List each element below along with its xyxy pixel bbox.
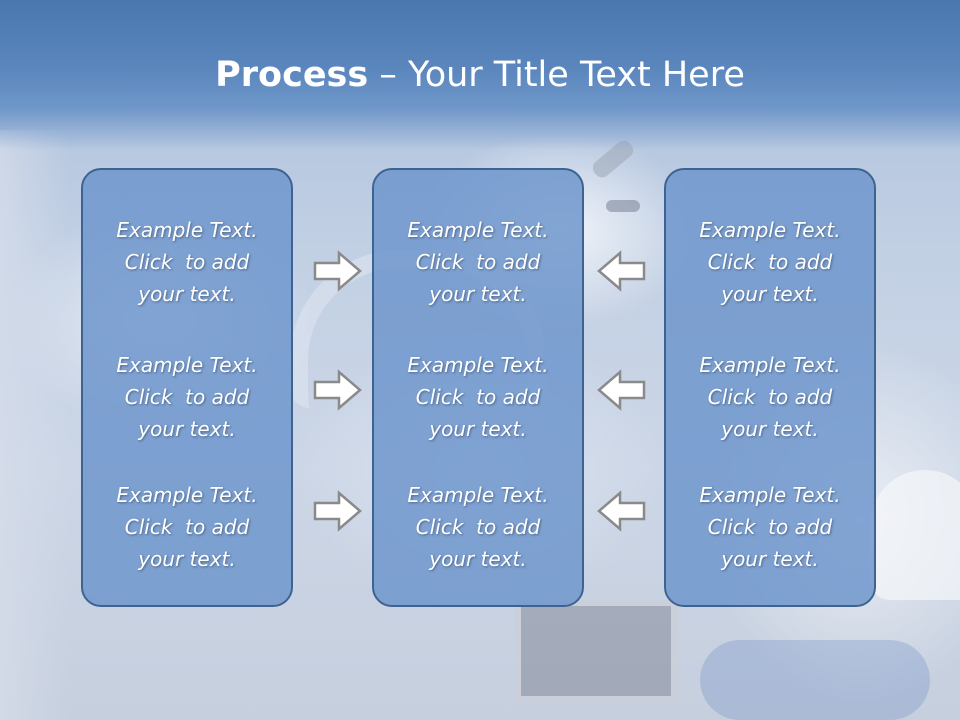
text-line: Example Text. <box>116 218 258 242</box>
text-placeholder[interactable]: Example Text. Click to add your text. <box>666 214 874 310</box>
text-line: your text. <box>721 417 819 441</box>
text-line: Example Text. <box>699 353 841 377</box>
right-arrow-icon <box>313 250 363 292</box>
left-arrow-icon <box>596 490 646 532</box>
text-line: Click to add <box>707 515 833 539</box>
text-placeholder[interactable]: Example Text. Click to add your text. <box>83 214 291 310</box>
text-line: your text. <box>429 547 527 571</box>
text-placeholder[interactable]: Example Text. Click to add your text. <box>374 214 582 310</box>
title-bar: Process – Your Title Text Here <box>0 0 960 150</box>
text-placeholder[interactable]: Example Text. Click to add your text. <box>666 479 874 575</box>
background-wall-panel <box>0 130 70 720</box>
text-placeholder[interactable]: Example Text. Click to add your text. <box>83 349 291 445</box>
text-placeholder[interactable]: Example Text. Click to add your text. <box>83 479 291 575</box>
text-line: Click to add <box>124 515 250 539</box>
text-line: your text. <box>429 417 527 441</box>
text-placeholder[interactable]: Example Text. Click to add your text. <box>374 349 582 445</box>
text-line: Example Text. <box>407 218 549 242</box>
title-rest: – Your Title Text Here <box>368 55 745 95</box>
text-line: Example Text. <box>699 218 841 242</box>
process-column-2[interactable]: Example Text. Click to add your text. Ex… <box>372 168 584 607</box>
text-line: Click to add <box>415 250 541 274</box>
text-line: Example Text. <box>116 353 258 377</box>
text-line: Click to add <box>707 385 833 409</box>
slide-title[interactable]: Process – Your Title Text Here <box>0 52 960 98</box>
left-arrow-icon <box>596 369 646 411</box>
text-line: Click to add <box>415 385 541 409</box>
text-line: your text. <box>138 282 236 306</box>
text-line: Example Text. <box>699 483 841 507</box>
process-column-3[interactable]: Example Text. Click to add your text. Ex… <box>664 168 876 607</box>
text-line: Example Text. <box>407 483 549 507</box>
text-line: Click to add <box>124 385 250 409</box>
text-line: your text. <box>721 547 819 571</box>
title-bold: Process <box>215 55 369 95</box>
text-line: Click to add <box>415 515 541 539</box>
text-line: Example Text. <box>116 483 258 507</box>
left-arrow-icon <box>596 250 646 292</box>
background-stool <box>870 470 960 600</box>
background-lamp-head <box>606 200 640 212</box>
text-line: your text. <box>138 547 236 571</box>
text-line: Example Text. <box>407 353 549 377</box>
text-line: Click to add <box>707 250 833 274</box>
background-stool-seat <box>700 640 930 720</box>
text-placeholder[interactable]: Example Text. Click to add your text. <box>666 349 874 445</box>
text-line: your text. <box>138 417 236 441</box>
text-placeholder[interactable]: Example Text. Click to add your text. <box>374 479 582 575</box>
process-column-1[interactable]: Example Text. Click to add your text. Ex… <box>81 168 293 607</box>
right-arrow-icon <box>313 490 363 532</box>
text-line: Click to add <box>124 250 250 274</box>
background-tray <box>515 600 677 702</box>
text-line: your text. <box>429 282 527 306</box>
text-line: your text. <box>721 282 819 306</box>
right-arrow-icon <box>313 369 363 411</box>
